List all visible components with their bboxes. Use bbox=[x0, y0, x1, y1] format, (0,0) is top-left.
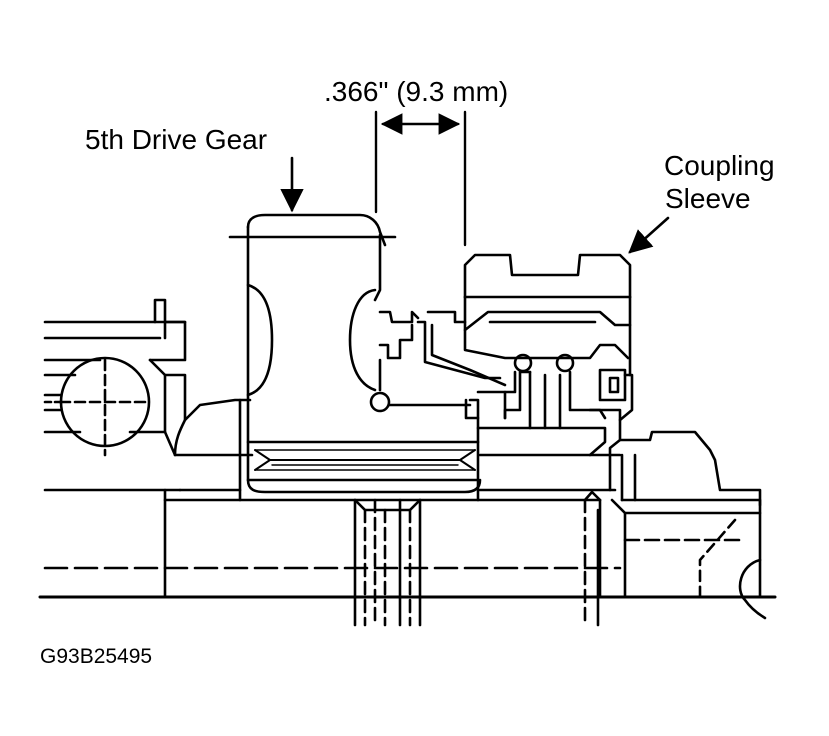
left-housing bbox=[43, 298, 252, 492]
synchronizer-hub bbox=[369, 310, 622, 502]
gap-dimension bbox=[374, 110, 467, 247]
sleeve-leader-arrow bbox=[628, 216, 670, 254]
gear-label: 5th Drive Gear bbox=[85, 124, 267, 155]
main-shaft bbox=[38, 488, 777, 620]
figure-code: G93B25495 bbox=[40, 645, 152, 668]
sleeve-label-line2: Sleeve bbox=[665, 183, 751, 214]
fifth-drive-gear bbox=[228, 213, 482, 502]
right-housing bbox=[618, 430, 762, 515]
sleeve-label-line1: Coupling bbox=[664, 150, 775, 181]
dimension-label: .366" (9.3 mm) bbox=[324, 76, 508, 107]
shaft-splines bbox=[353, 490, 602, 627]
